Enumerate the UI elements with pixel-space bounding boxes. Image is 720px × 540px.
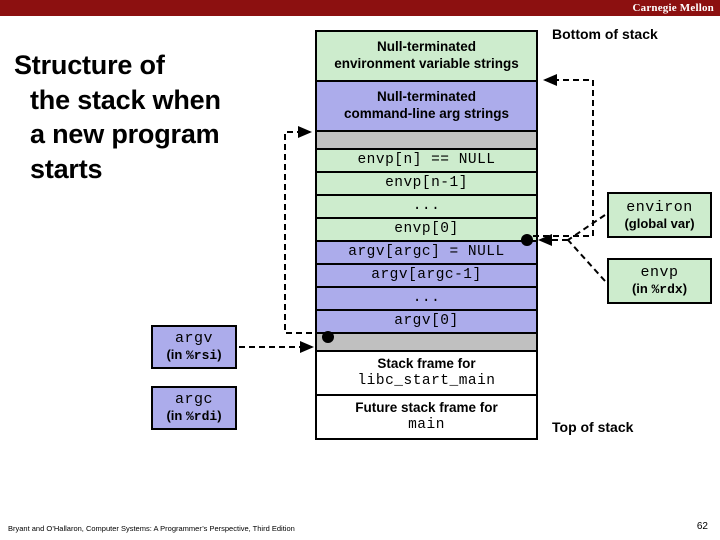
row-line-1: ... [412, 290, 441, 307]
row-line-1: Null-terminated [376, 89, 476, 105]
stack-row-argv-argc-null: argv[argc] = NULL [315, 240, 538, 263]
footer-citation: Bryant and O’Hallaron, Computer Systems:… [8, 524, 295, 533]
stack-row-gap [315, 332, 538, 350]
row-line-1: envp[n] == NULL [357, 152, 496, 169]
row-line-1: ... [412, 198, 441, 215]
callout-environ-name: environ [626, 198, 693, 216]
callout-environ: environ (global var) [607, 192, 712, 238]
row-line-1: Stack frame for [377, 355, 476, 371]
register-name: %rsi [185, 348, 218, 364]
row-line-2: command-line arg strings [343, 106, 510, 121]
paren-close: ) [682, 281, 688, 297]
paren-close: ) [217, 408, 222, 424]
row-line-2: libc_start_main [357, 373, 496, 390]
title-line-3: a new program [30, 119, 220, 150]
callout-envp-detail: (in %rdx) [632, 281, 687, 298]
row-line-1: Future stack frame for [355, 399, 498, 415]
row-line-1: argv[argc-1] [371, 267, 482, 284]
callout-environ-detail: (global var) [624, 215, 695, 231]
row-line-1: argv[argc] = NULL [348, 244, 505, 261]
callout-argv: argv (in %rsi) [151, 325, 237, 369]
institution-label: Carnegie Mellon [632, 2, 714, 14]
stack-diagram: Null-terminated environment variable str… [315, 30, 538, 440]
label-bottom-of-stack: Bottom of stack [552, 26, 658, 42]
stack-row-env-strings: Null-terminated environment variable str… [315, 30, 538, 80]
callout-argv-detail: (in %rsi) [166, 347, 221, 364]
stack-row-envp-n-null: envp[n] == NULL [315, 148, 538, 171]
callout-argc: argc (in %rdi) [151, 386, 237, 430]
row-line-2: main [408, 417, 445, 434]
stack-row-padding [315, 130, 538, 148]
stack-row-libc-start-main-frame: Stack frame for libc_start_main [315, 350, 538, 394]
row-line-1: envp[0] [394, 221, 459, 238]
title-line-4: starts [30, 153, 103, 184]
stack-row-arg-strings: Null-terminated command-line arg strings [315, 80, 538, 130]
callout-envp: envp (in %rdx) [607, 258, 712, 304]
page-number: 62 [696, 521, 708, 532]
title-line-1: Structure of [14, 50, 165, 80]
label-top-of-stack: Top of stack [552, 419, 634, 435]
callout-argv-name: argv [174, 330, 213, 348]
stack-row-envp-0: envp[0] [315, 217, 538, 240]
carnegie-mellon-banner: Carnegie Mellon [0, 0, 720, 16]
row-line-2: environment variable strings [334, 56, 519, 71]
paren-open: (in [166, 408, 186, 424]
callout-argc-detail: (in %rdi) [166, 408, 221, 425]
paren-close: ) [217, 347, 222, 363]
paren-open: (in [166, 347, 186, 363]
stack-row-envp-n-minus-1: envp[n-1] [315, 171, 538, 194]
row-line-1: Null-terminated [376, 39, 476, 55]
paren-open: (in [631, 281, 652, 297]
page-title: Structure of the stack when a new progra… [14, 48, 314, 186]
wire-envp0-to-env-strings [533, 74, 594, 237]
row-line-1: argv[0] [394, 313, 459, 330]
title-line-2: the stack when [30, 84, 221, 115]
stack-row-future-main-frame: Future stack frame for main [315, 394, 538, 440]
callout-envp-name: envp [640, 264, 679, 282]
callout-argc-name: argc [174, 391, 213, 409]
stack-row-argv-0: argv[0] [315, 309, 538, 332]
stack-row-envp-ellipsis: ... [315, 194, 538, 217]
stack-row-argv-ellipsis: ... [315, 286, 538, 309]
stack-row-argv-argc-minus-1: argv[argc-1] [315, 263, 538, 286]
register-name: %rdi [185, 409, 218, 425]
register-name: %rdx [651, 282, 683, 298]
row-line-1: envp[n-1] [385, 175, 468, 192]
